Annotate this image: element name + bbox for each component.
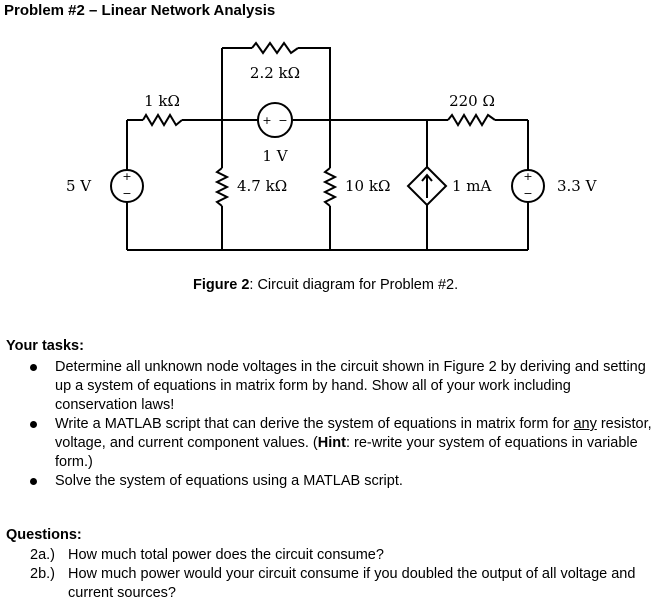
figure-caption: Figure 2: Circuit diagram for Problem #2… bbox=[193, 277, 458, 293]
minus-sign: − bbox=[122, 187, 131, 200]
task-text: resistor, voltage, and current component… bbox=[55, 416, 652, 451]
label-v-3-3v: 3.3 V bbox=[557, 177, 598, 195]
task-text: Write a MATLAB script that can derive th… bbox=[55, 416, 574, 432]
minus-sign: − bbox=[278, 114, 287, 127]
label-i-1ma: 1 mA bbox=[452, 177, 492, 195]
task-item: Solve the system of equations using a MA… bbox=[0, 472, 660, 491]
question-list: 2a.) How much total power does the circu… bbox=[0, 546, 660, 603]
bullet bbox=[30, 364, 37, 371]
plus-sign: + bbox=[262, 114, 271, 127]
label-r-4-7k: 4.7 kΩ bbox=[237, 177, 287, 195]
question-item: 2b.) How much power would your circuit c… bbox=[0, 565, 660, 603]
question-text: How much total power does the circuit co… bbox=[68, 547, 384, 563]
question-number: 2a.) bbox=[30, 547, 55, 563]
plus-sign: + bbox=[122, 170, 131, 183]
circuit-diagram: + − + − + − 2.2 kΩ 1 kΩ 220 Ω 1 V 5 V 4.… bbox=[66, 41, 598, 251]
label-r-10k: 10 kΩ bbox=[345, 177, 390, 195]
question-text: How much power would your circuit consum… bbox=[68, 566, 636, 601]
question-number: 2b.) bbox=[30, 566, 55, 582]
bullet bbox=[30, 478, 37, 485]
label-r-2-2k: 2.2 kΩ bbox=[250, 64, 300, 82]
voltage-source-1v bbox=[257, 102, 293, 138]
resistor-220 bbox=[447, 113, 496, 127]
resistor-1k bbox=[142, 113, 183, 127]
hint-label: Hint bbox=[317, 435, 346, 451]
question-item: 2a.) How much total power does the circu… bbox=[0, 546, 660, 565]
resistor-4-7k bbox=[214, 167, 230, 207]
plus-sign: + bbox=[523, 170, 532, 183]
wire-top-loop bbox=[221, 47, 331, 120]
task-text: : re-write your system of equations in v… bbox=[55, 435, 638, 470]
minus-sign: − bbox=[523, 187, 532, 200]
resistor-10k bbox=[322, 167, 338, 207]
task-text: Solve the system of equations using a MA… bbox=[55, 473, 403, 489]
caption-text: : Circuit diagram for Problem #2. bbox=[249, 277, 459, 293]
task-underlined-word: any bbox=[573, 416, 597, 432]
caption-label: Figure 2 bbox=[193, 277, 250, 293]
resistor-2-2k bbox=[251, 41, 299, 55]
label-r-220: 220 Ω bbox=[449, 92, 495, 110]
questions-heading: Questions: bbox=[6, 527, 82, 543]
current-arrow bbox=[421, 173, 433, 198]
task-item: Write a MATLAB script that can derive th… bbox=[0, 415, 660, 472]
label-v-5v: 5 V bbox=[66, 177, 92, 195]
label-v-1v: 1 V bbox=[262, 147, 288, 165]
label-r-1k: 1 kΩ bbox=[144, 92, 180, 110]
page-title: Problem #2 – Linear Network Analysis bbox=[4, 2, 276, 19]
bullet bbox=[30, 421, 37, 428]
task-text: Determine all unknown node voltages in t… bbox=[55, 359, 646, 413]
voltage-source-5v bbox=[110, 169, 144, 203]
current-source-1ma bbox=[406, 165, 448, 207]
voltage-source-3-3v bbox=[511, 169, 545, 203]
task-item: Determine all unknown node voltages in t… bbox=[0, 358, 660, 415]
task-list: Determine all unknown node voltages in t… bbox=[0, 358, 660, 491]
tasks-heading: Your tasks: bbox=[6, 338, 84, 354]
